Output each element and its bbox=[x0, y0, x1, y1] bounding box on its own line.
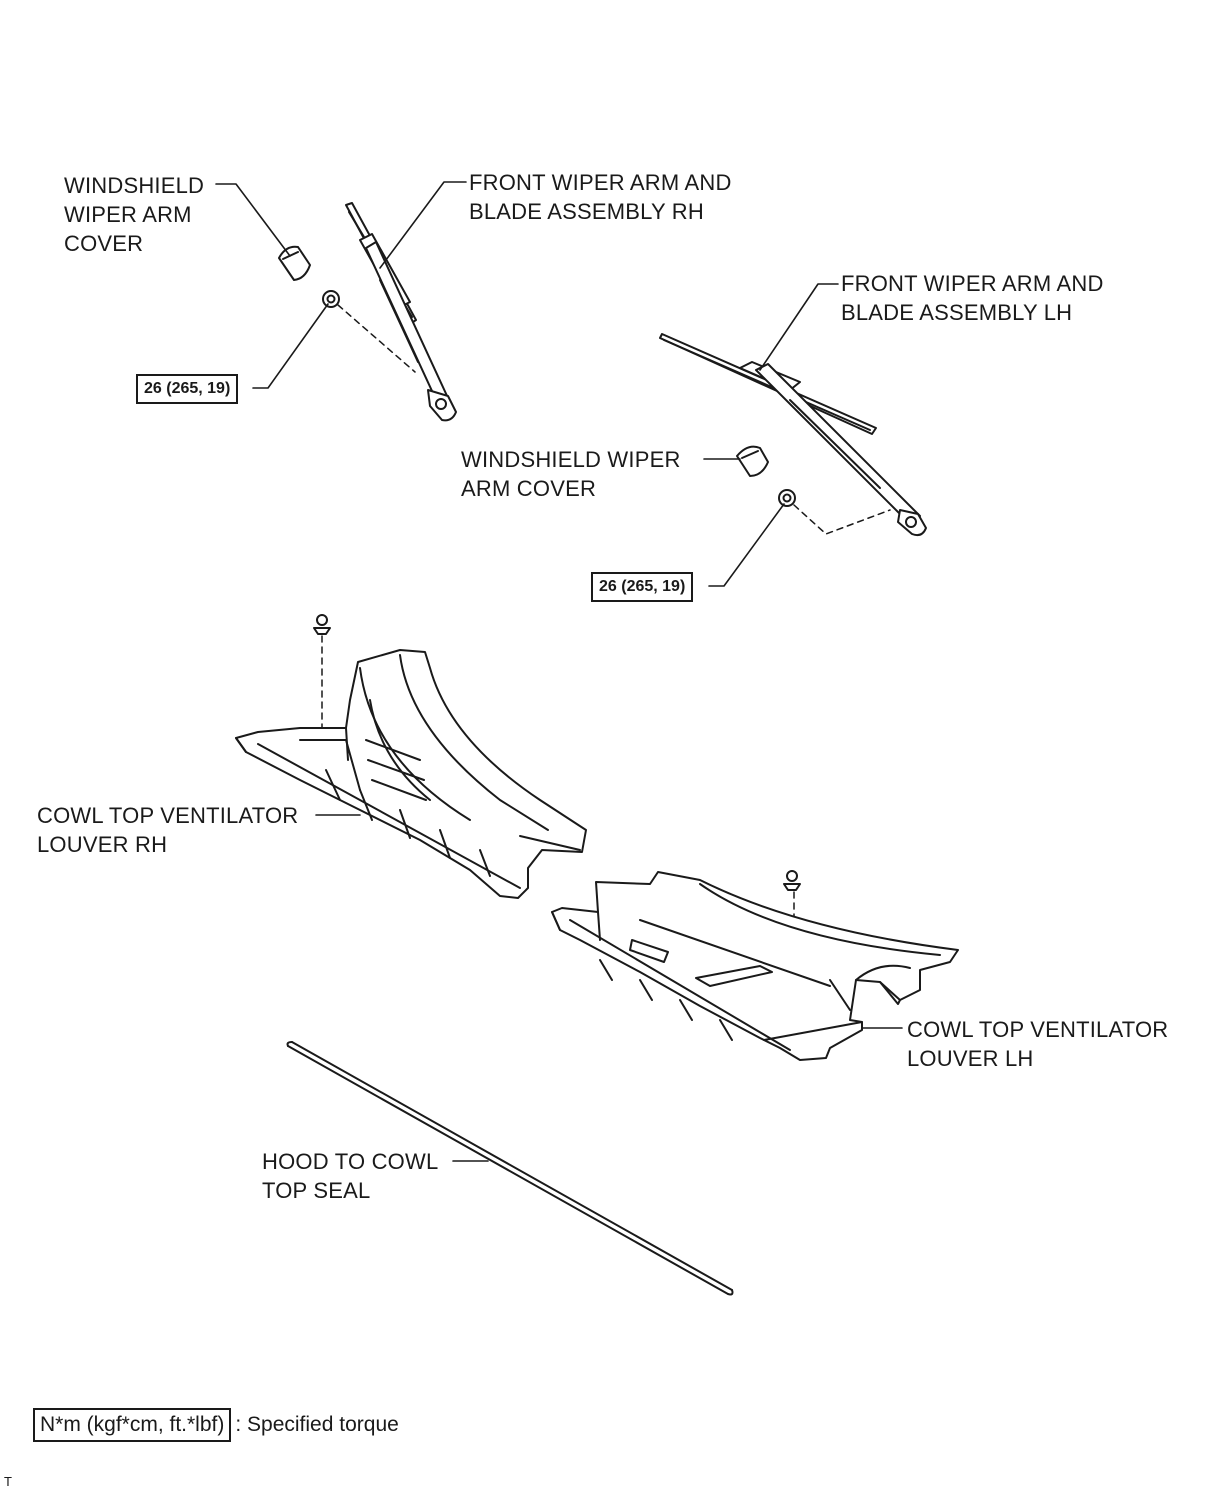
legend-description: : Specified torque bbox=[235, 1413, 399, 1436]
wiper-arm-cover-lh bbox=[736, 445, 769, 477]
label-cowl-louver-lh: COWL TOP VENTILATOR LOUVER LH bbox=[907, 1017, 1169, 1071]
wiper-arm-cover-rh bbox=[278, 245, 311, 281]
wiper-nut-lh bbox=[778, 489, 796, 507]
footer-code: T bbox=[4, 1474, 12, 1489]
alignment-line-rh bbox=[337, 304, 416, 373]
cowl-louver-lh bbox=[551, 871, 959, 1061]
clip-rh bbox=[313, 614, 331, 635]
torque-box-lh: 26 (265, 19) bbox=[591, 572, 694, 602]
label-wiper-arm-cover-rh: WINDSHIELD WIPER ARM COVER bbox=[64, 173, 205, 256]
alignment-line-lh bbox=[793, 504, 891, 535]
wiper-arm-blade-lh bbox=[659, 333, 927, 537]
hood-to-cowl-seal bbox=[286, 1041, 734, 1296]
wiper-nut-rh bbox=[322, 290, 340, 308]
legend-unit-box: N*m (kgf*cm, ft.*lbf) bbox=[33, 1408, 232, 1442]
torque-box-rh: 26 (265, 19) bbox=[136, 374, 239, 404]
cowl-louver-rh bbox=[235, 649, 587, 899]
leader-lines bbox=[215, 181, 903, 1162]
label-wiper-arm-cover-lh: WINDSHIELD WIPER ARM COVER bbox=[461, 447, 681, 501]
wiper-arm-blade-rh bbox=[345, 202, 457, 422]
label-wiper-arm-blade-rh: FRONT WIPER ARM AND BLADE ASSEMBLY RH bbox=[469, 170, 732, 224]
label-cowl-louver-rh: COWL TOP VENTILATOR LOUVER RH bbox=[37, 803, 299, 857]
torque-legend: N*m (kgf*cm, ft.*lbf) : Specified torque bbox=[33, 1408, 399, 1442]
label-wiper-arm-blade-lh: FRONT WIPER ARM AND BLADE ASSEMBLY LH bbox=[841, 271, 1104, 325]
clip-lh bbox=[783, 870, 801, 891]
label-hood-to-cowl-seal: HOOD TO COWL TOP SEAL bbox=[262, 1149, 439, 1203]
